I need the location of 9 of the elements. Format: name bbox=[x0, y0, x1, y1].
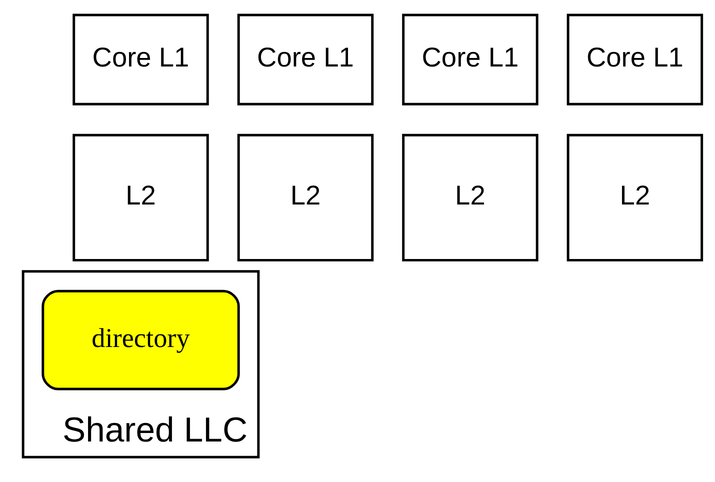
node-box: Core L1 bbox=[402, 14, 538, 106]
node-box: L2 bbox=[402, 134, 538, 262]
node-box: Core L1 bbox=[237, 14, 374, 106]
node-box: L2 bbox=[237, 134, 374, 262]
node-box: L2 bbox=[72, 134, 209, 262]
node-box: L2 bbox=[566, 134, 704, 262]
node-box: Core L1 bbox=[566, 14, 704, 106]
node-box: Core L1 bbox=[72, 14, 209, 106]
node-box: directory bbox=[42, 290, 240, 390]
